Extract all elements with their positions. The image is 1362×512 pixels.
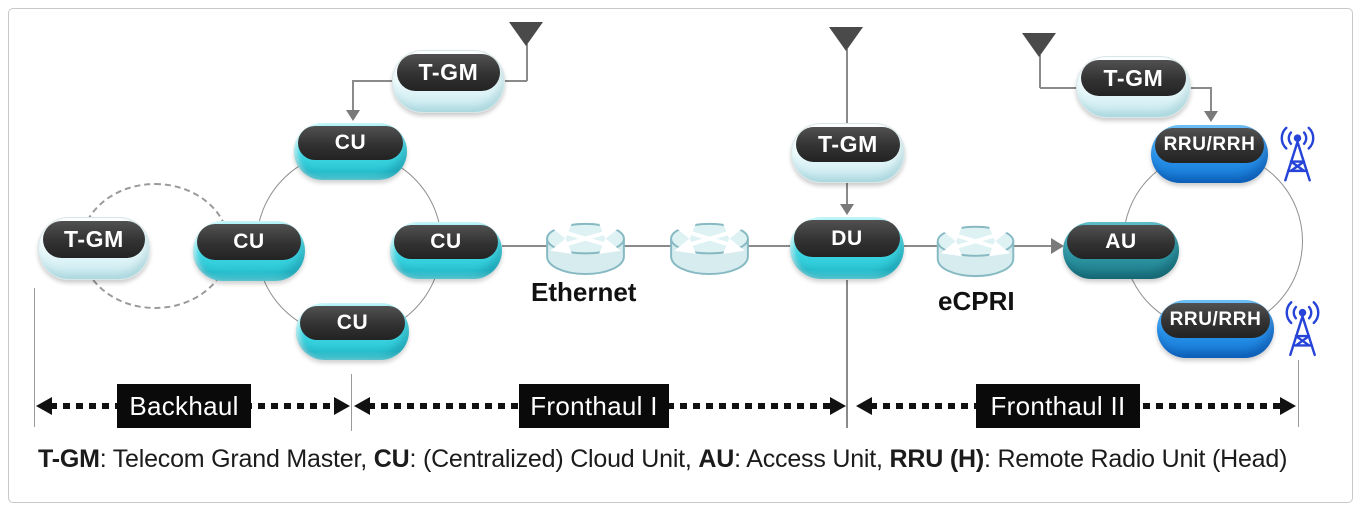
diagram-border: [8, 8, 1353, 503]
radio-tower-icon: [1285, 301, 1320, 357]
boundary-tick-mid: [351, 374, 352, 431]
antenna-link: [1040, 87, 1078, 89]
arrowhead-left: [354, 397, 370, 415]
arrowhead-right: [1280, 397, 1296, 415]
arrowhead-to-du: [840, 204, 854, 215]
node-label: RRU/RRH: [1155, 128, 1264, 163]
router-icon: [936, 225, 1015, 278]
node-tgm-top: T-GM: [392, 50, 505, 113]
node-label: AU: [1067, 225, 1175, 260]
node-label: CU: [300, 306, 405, 341]
ecpri-label: eCPRI: [938, 286, 1015, 316]
router-icon: [546, 222, 625, 276]
antenna-icon: [509, 22, 543, 46]
node-label: CU: [298, 126, 403, 161]
antenna-stem: [1039, 55, 1041, 88]
node-label: T-GM: [1081, 60, 1186, 96]
node-label: T-GM: [43, 221, 145, 258]
node-label: DU: [794, 220, 900, 258]
node-label: T-GM: [796, 127, 900, 162]
antenna-stem: [526, 44, 528, 81]
node-label: CU: [197, 224, 301, 260]
boundary-tick-left: [34, 288, 35, 427]
legend-def: : Access Unit,: [734, 445, 890, 473]
node-label: CU: [394, 225, 498, 260]
node-cu-right: CU: [390, 222, 502, 279]
legend-term: AU: [698, 445, 735, 473]
node-tgm-mid: T-GM: [791, 123, 905, 183]
arrowhead-to-cu: [346, 110, 360, 121]
segment-label-fronthaul1: Fronthaul I: [519, 384, 669, 428]
segment-label-backhaul: Backhaul: [117, 384, 251, 428]
legend-def: : Remote Radio Unit (Head): [983, 445, 1288, 473]
node-tgm-right: T-GM: [1076, 56, 1191, 118]
tgm-rru-elbow-h: [1188, 87, 1212, 89]
boundary-tick-right: [1298, 360, 1299, 427]
du-boundary-line: [846, 280, 848, 428]
arrowhead-to-au: [1051, 238, 1064, 254]
tgm-cu-elbow-h: [353, 80, 392, 82]
node-tgm-left: T-GM: [38, 217, 150, 280]
antenna-stem: [846, 49, 848, 123]
legend-def: : Telecom Grand Master,: [99, 445, 374, 473]
legend: T-GM: Telecom Grand Master, CU: (Central…: [38, 445, 1348, 474]
legend-term: CU: [373, 445, 410, 473]
tgm-cu-elbow-v: [352, 80, 354, 111]
antenna-icon: [829, 27, 863, 51]
antenna-link: [503, 80, 527, 82]
node-au: AU: [1063, 222, 1179, 279]
node-rru-top: RRU/RRH: [1151, 125, 1268, 183]
node-rru-bottom: RRU/RRH: [1157, 300, 1274, 358]
link-cu-du: [502, 245, 790, 247]
node-label: T-GM: [397, 54, 500, 91]
arrowhead-right: [830, 397, 846, 415]
node-cu-bottom: CU: [296, 303, 409, 360]
legend-term: T-GM: [38, 445, 100, 473]
tgm-du-stem: [846, 181, 848, 205]
arrowhead-to-rru: [1204, 111, 1218, 122]
antenna-icon: [1022, 33, 1056, 57]
radio-tower-icon: [1280, 126, 1315, 182]
arrowhead-left: [856, 397, 872, 415]
node-du: DU: [790, 217, 904, 279]
ethernet-label: Ethernet: [531, 277, 637, 307]
tgm-rru-elbow-v: [1210, 87, 1212, 112]
segment-label-fronthaul2: Fronthaul II: [976, 384, 1140, 428]
arrowhead-left: [36, 397, 52, 415]
legend-term: RRU (H): [889, 445, 985, 473]
router-icon: [670, 222, 749, 276]
legend-def: : (Centralized) Cloud Unit,: [409, 445, 699, 473]
node-label: RRU/RRH: [1161, 303, 1270, 338]
node-cu-left: CU: [193, 221, 305, 281]
arrowhead-right: [334, 397, 350, 415]
node-cu-top: CU: [294, 123, 407, 180]
